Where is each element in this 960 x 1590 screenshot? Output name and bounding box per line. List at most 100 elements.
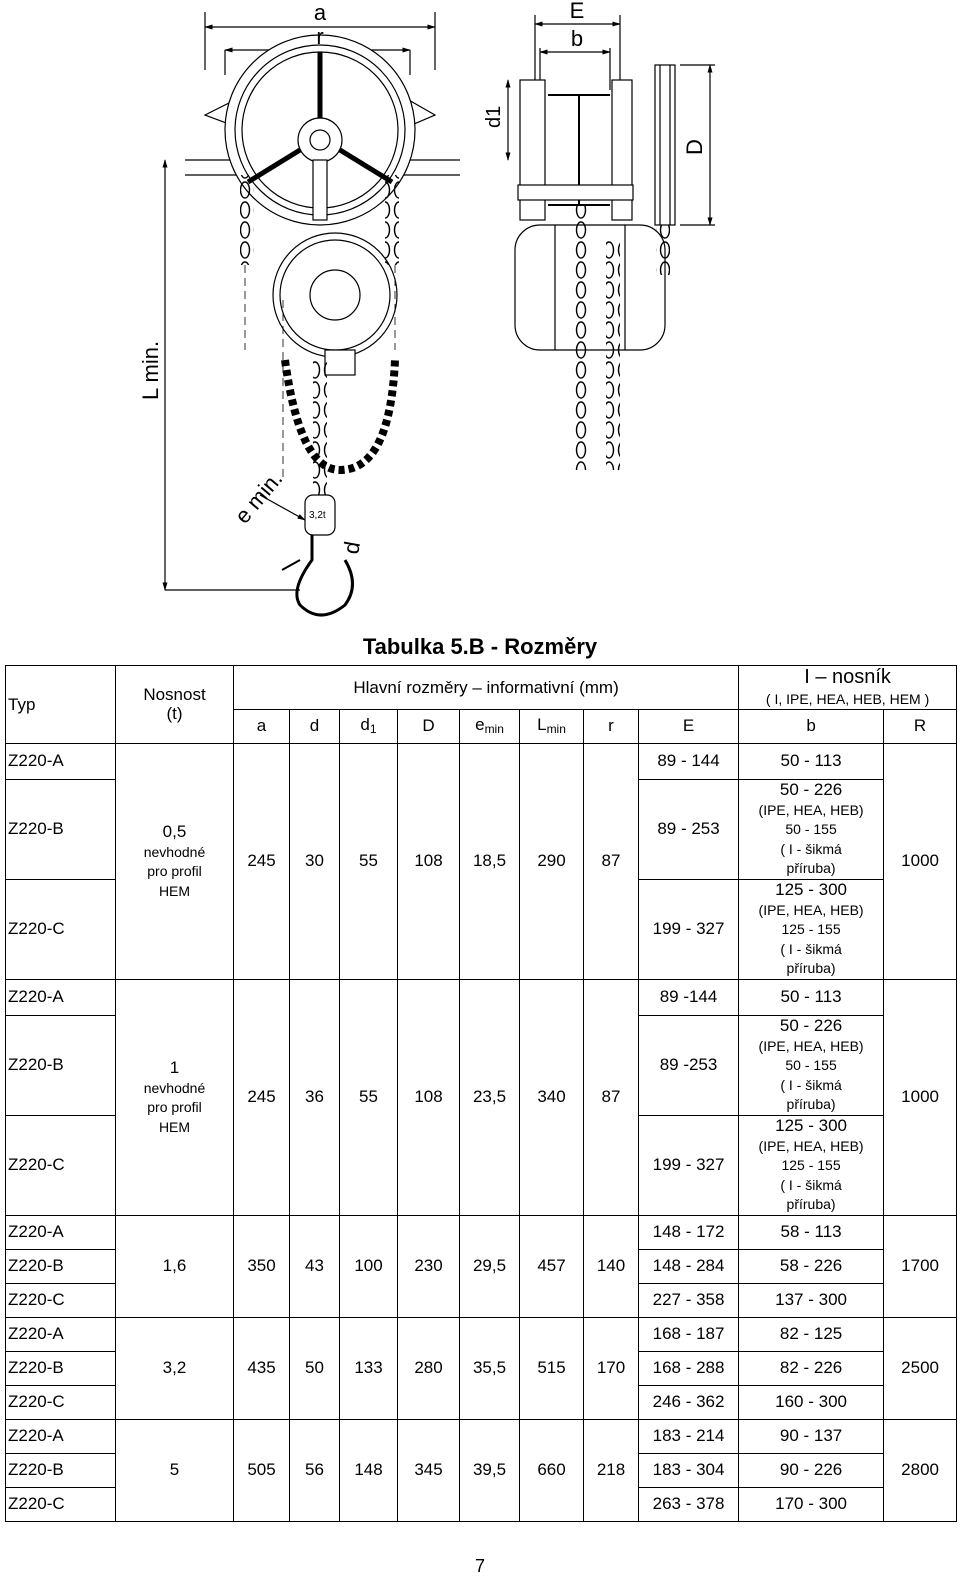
value-E: 89 -253 (637, 1014, 740, 1116)
type-cell: Z220-B (5, 1014, 116, 1116)
value-D: 345 (397, 1418, 460, 1522)
header-typ: Typ (5, 665, 116, 744)
value-D: 280 (397, 1316, 460, 1420)
value-r: 140 (583, 1214, 639, 1318)
value-b: 82 - 125 (738, 1316, 885, 1352)
value-b: 90 - 137 (738, 1418, 885, 1454)
dim-r-label: r (316, 24, 323, 49)
value-E: 199 - 327 (637, 878, 740, 980)
value-E: 148 - 172 (637, 1214, 740, 1250)
value-b: 50 - 226(IPE, HEA, HEB)50 - 155( I - šik… (738, 1014, 885, 1116)
table-caption: Tabulka 5.B - Rozměry (362, 634, 598, 659)
dim-emin-label: e min. (230, 466, 288, 528)
value-b: 170 - 300 (738, 1486, 885, 1522)
value-b: 90 - 226 (738, 1452, 885, 1488)
dimension-table: Typ Nosnost (t) Hlavní rozměry – informa… (5, 665, 958, 1522)
value-E: 183 - 304 (637, 1452, 740, 1488)
type-cell: Z220-C (5, 1384, 116, 1420)
type-cell: Z220-A (5, 978, 116, 1016)
value-E: 227 - 358 (637, 1282, 740, 1318)
value-E: 246 - 362 (637, 1384, 740, 1420)
value-R: 1000 (883, 978, 958, 1216)
nosnost-cell: 5 (115, 1418, 234, 1522)
header-hlavni-rozmery: Hlavní rozměry – informativní (mm) (232, 665, 740, 710)
value-b: 50 - 226(IPE, HEA, HEB)50 - 155( I - šik… (738, 778, 885, 880)
col-d: d (289, 708, 340, 744)
value-R: 1000 (883, 742, 958, 980)
type-cell: Z220-C (5, 1114, 116, 1216)
value-b: 160 - 300 (738, 1384, 885, 1420)
value-lmin: 457 (519, 1214, 584, 1318)
value-b: 125 - 300(IPE, HEA, HEB)125 - 155( I - š… (738, 1114, 885, 1216)
value-b: 137 - 300 (738, 1282, 885, 1318)
value-lmin: 290 (519, 742, 584, 980)
value-E: 199 - 327 (637, 1114, 740, 1216)
value-lmin: 340 (519, 978, 584, 1216)
value-D: 108 (397, 742, 460, 980)
dim-d-label: d (338, 539, 365, 555)
value-lmin: 660 (519, 1418, 584, 1522)
value-d1: 133 (339, 1316, 398, 1420)
value-emin: 39,5 (459, 1418, 520, 1522)
type-cell: Z220-A (5, 742, 116, 780)
value-emin: 18,5 (459, 742, 520, 980)
value-b: 58 - 226 (738, 1248, 885, 1284)
value-D: 108 (397, 978, 460, 1216)
value-r: 170 (583, 1316, 639, 1420)
value-d: 56 (289, 1418, 340, 1522)
type-cell: Z220-C (5, 1486, 116, 1522)
dim-b-label: b (571, 26, 583, 51)
header-nosnik: I – nosník ( I, IPE, HEA, HEB, HEM ) (738, 665, 958, 710)
value-d: 30 (289, 742, 340, 980)
type-cell: Z220-C (5, 878, 116, 980)
value-E: 89 - 253 (637, 778, 740, 880)
type-cell: Z220-B (5, 1248, 116, 1284)
value-b: 50 - 113 (738, 978, 885, 1016)
value-r: 87 (583, 978, 639, 1216)
value-d1: 55 (339, 978, 398, 1216)
value-b: 58 - 113 (738, 1214, 885, 1250)
value-lmin: 515 (519, 1316, 584, 1420)
dim-lmin-label: L min. (138, 341, 163, 400)
hook-mark: 3,2t (309, 510, 326, 521)
col-emin: emin (459, 708, 520, 744)
col-E: E (637, 708, 740, 744)
value-a: 245 (233, 978, 290, 1216)
col-b: b (738, 708, 885, 744)
value-E: 183 - 214 (637, 1418, 740, 1454)
value-emin: 35,5 (459, 1316, 520, 1420)
value-d1: 148 (339, 1418, 398, 1522)
value-E: 263 - 378 (637, 1486, 740, 1522)
value-a: 505 (233, 1418, 290, 1522)
value-d: 50 (289, 1316, 340, 1420)
type-cell: Z220-A (5, 1214, 116, 1250)
type-cell: Z220-A (5, 1316, 116, 1352)
technical-drawing: a r L min. e min. d 3,2t E b (138, 0, 715, 617)
value-d1: 100 (339, 1214, 398, 1318)
col-lmin: Lmin (519, 708, 584, 744)
dim-d1-label: d1 (483, 106, 505, 128)
value-R: 1700 (883, 1214, 958, 1318)
front-view (162, 12, 460, 617)
type-cell: Z220-C (5, 1282, 116, 1318)
value-E: 168 - 187 (637, 1316, 740, 1352)
value-E: 89 - 144 (637, 742, 740, 780)
value-emin: 29,5 (459, 1214, 520, 1318)
col-r: r (583, 708, 639, 744)
value-E: 168 - 288 (637, 1350, 740, 1386)
type-cell: Z220-A (5, 1418, 116, 1454)
side-view (505, 15, 715, 470)
value-b: 50 - 113 (738, 742, 885, 780)
